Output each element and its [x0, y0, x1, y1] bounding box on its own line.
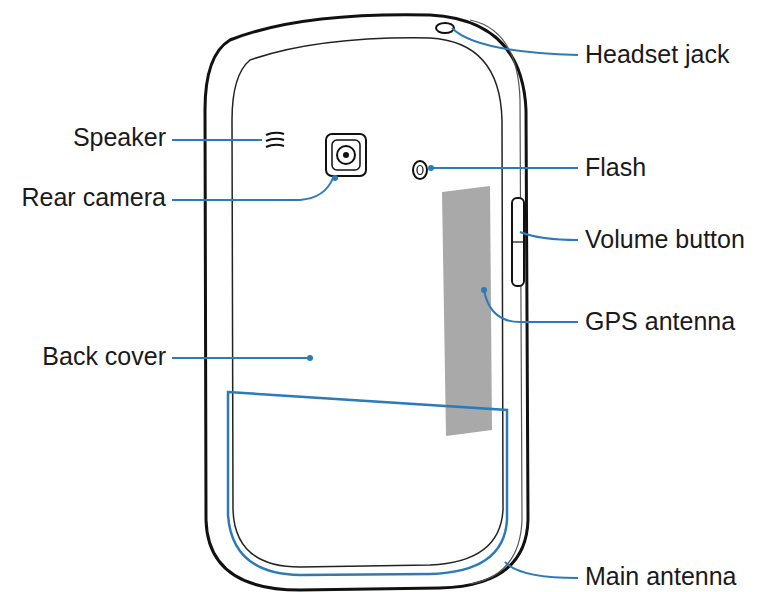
leader-line: [520, 232, 578, 240]
leader-line: [172, 357, 308, 359]
leader-line: [505, 562, 578, 578]
part-label: Flash: [585, 154, 646, 182]
headset-jack: [436, 23, 454, 33]
gps-antenna: [442, 186, 492, 436]
part-label: Main antenna: [585, 563, 737, 591]
main-antenna-outline: [228, 392, 507, 575]
leader-line: [172, 178, 333, 200]
leader-line: [484, 290, 578, 322]
leader-lines: [172, 28, 578, 578]
flash: [413, 161, 427, 179]
part-label: Headset jack: [585, 41, 730, 69]
speaker: [266, 133, 284, 147]
volume-button: [512, 198, 524, 286]
part-label: Back cover: [42, 343, 166, 371]
leader-dots: [307, 165, 487, 361]
part-label: Rear camera: [22, 184, 167, 212]
part-label: Volume button: [585, 226, 745, 254]
back-cover: [232, 38, 503, 567]
leader-line: [452, 28, 578, 55]
part-label: GPS antenna: [585, 308, 735, 336]
part-label: Speaker: [73, 124, 166, 152]
leader-line: [172, 139, 262, 141]
phone-shell: [205, 15, 528, 590]
rear-camera: [326, 134, 366, 176]
leader-line: [429, 167, 578, 169]
